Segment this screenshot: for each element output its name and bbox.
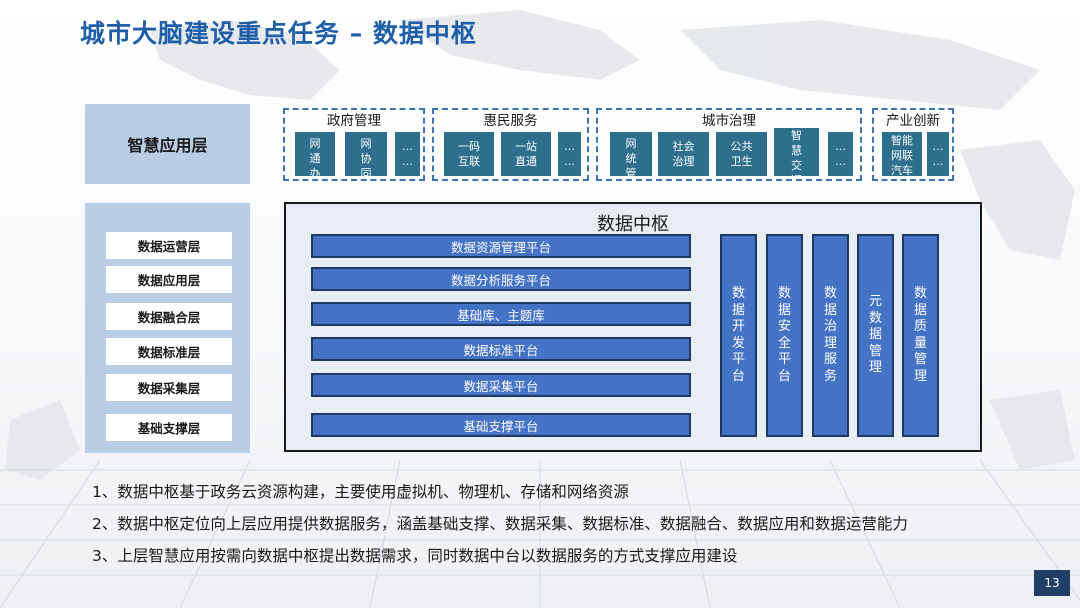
data-hub-panel: 数据中枢 数据资源管理平台 数据分析服务平台 基础库、主题库 数据标准平台 数据… [284, 202, 982, 452]
more-tile: … … [558, 132, 581, 176]
page-number: 13 [1034, 570, 1070, 596]
layer-list: 数据运营层 数据应用层 数据融合层 数据标准层 数据采集层 基础支撑层 [85, 203, 250, 453]
platform-bar: 数据标准平台 [311, 337, 691, 361]
group-city-governance: 城市治理 网 统 管 社会 治理 公共 卫生 智 慧 交 通 … … [596, 108, 862, 181]
app-tile: 一码 互联 [444, 132, 494, 176]
vertical-platform-bar: 数 据 开 发 平 台 [720, 234, 757, 437]
platform-bar: 数据资源管理平台 [311, 234, 691, 258]
group-public-service: 惠民服务 一码 互联 一站 直通 … … [432, 108, 589, 181]
group-title: 惠民服务 [483, 113, 538, 129]
platform-bar: 基础库、主题库 [311, 302, 691, 326]
more-tile: … … [927, 132, 949, 176]
vertical-platform-bar: 数 据 质 量 管 理 [902, 234, 939, 437]
note-item: 1、数据中枢基于政务云资源构建，主要使用虚拟机、物理机、存储和网络资源 [92, 483, 629, 501]
smart-app-layer-label: 智慧应用层 [85, 104, 250, 184]
vertical-platform-bar: 数 据 安 全 平 台 [766, 234, 803, 437]
layer-item: 数据运营层 [106, 232, 232, 259]
note-item: 3、上层智慧应用按需向数据中枢提出数据需求，同时数据中台以数据服务的方式支撑应用… [92, 547, 738, 565]
more-tile: … … [828, 132, 853, 176]
group-title: 产业创新 [886, 113, 940, 129]
platform-bar: 数据采集平台 [311, 373, 691, 397]
app-tile: 公共 卫生 [716, 132, 767, 176]
data-hub-title: 数据中枢 [597, 214, 669, 235]
group-industry-innovation: 产业创新 智能 网联 汽车 … … [872, 108, 954, 181]
app-tile: 一站 直通 [501, 132, 551, 176]
layer-item: 数据融合层 [106, 303, 232, 330]
app-tile: 网 统 管 [610, 132, 652, 176]
platform-bar: 基础支撑平台 [311, 413, 691, 437]
app-tile: 社会 治理 [658, 132, 709, 176]
app-tile: 智 慧 交 通 [774, 128, 819, 176]
more-tile: … … [395, 132, 420, 176]
app-tile: 智能 网联 汽车 [882, 132, 922, 176]
layer-item: 数据应用层 [106, 266, 232, 293]
note-item: 2、数据中枢定位向上层应用提供数据服务，涵盖基础支撑、数据采集、数据标准、数据融… [92, 515, 908, 533]
platform-bar: 数据分析服务平台 [311, 267, 691, 291]
page-title: 城市大脑建设重点任务 – 数据中枢 [80, 19, 477, 48]
group-title: 政府管理 [327, 113, 381, 129]
group-government-management: 政府管理 网 通 办 网 协 同 … … [283, 108, 425, 181]
notes-list: 1、数据中枢基于政务云资源构建，主要使用虚拟机、物理机、存储和网络资源 2、数据… [92, 476, 908, 572]
layer-item: 数据标准层 [106, 338, 232, 365]
app-tile: 网 协 同 [345, 132, 387, 176]
layer-item: 基础支撑层 [106, 414, 232, 441]
group-title: 城市治理 [702, 113, 756, 129]
vertical-platform-bar: 数 据 治 理 服 务 [812, 234, 849, 437]
vertical-platform-bar: 元 数 据 管 理 [857, 234, 894, 437]
app-tile: 网 通 办 [295, 132, 335, 176]
layer-item: 数据采集层 [106, 374, 232, 401]
